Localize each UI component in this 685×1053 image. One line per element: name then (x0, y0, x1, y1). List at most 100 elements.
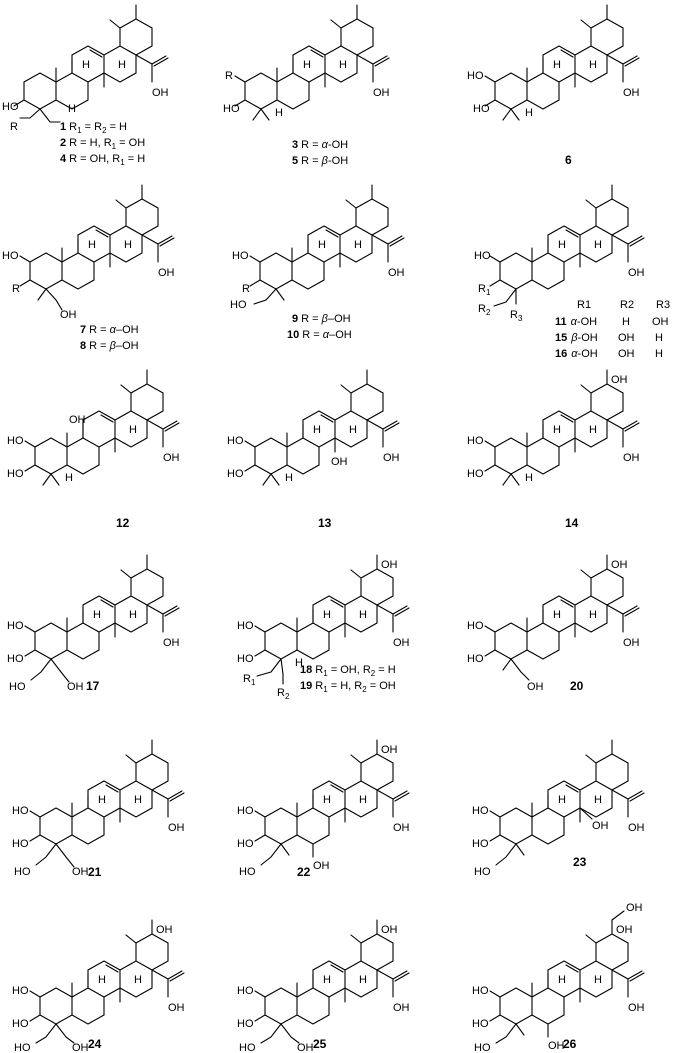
hydroxy-label: HO (223, 103, 240, 115)
hydroxy-label: HO (239, 866, 256, 878)
h-label: H (65, 472, 73, 484)
carboxyl-oh-label: OH (152, 87, 169, 99)
hydroxy-label: OH (313, 860, 330, 872)
h-label: H (275, 107, 283, 119)
h-label: H (129, 609, 137, 621)
carboxyl-oh-label: OH (168, 1002, 185, 1014)
hydroxy-label: HO (467, 653, 484, 665)
compound-26-structure: HO HO HO OH OH OH H H OH (472, 902, 645, 1053)
r2-label: R2 (277, 687, 290, 701)
table-header-r1: R1 (577, 299, 591, 311)
compound-17-structure: HO HO HO OH H H OH (7, 554, 180, 693)
r-label: R (225, 70, 233, 82)
compound-20-structure: HO HO OH OH H H OH (467, 554, 640, 693)
hydroxy-label: HO (227, 468, 244, 480)
h-label: H (82, 59, 90, 71)
h-label: H (303, 59, 311, 71)
compound-number-23: 23 (573, 855, 587, 869)
hydroxy-label: HO (237, 653, 254, 665)
compound-number-13: 13 (318, 516, 332, 530)
caption-3: 3 R = α-OH (292, 139, 348, 151)
compound-21-structure: HO HO HO OH H H OH (12, 739, 185, 878)
caption-7: 7 R = α–OH (80, 324, 139, 336)
hydroxy-label: OH (592, 820, 609, 832)
compound-number-14: 14 (565, 516, 579, 530)
compound-22-structure: HO HO HO OH OH H H OH (237, 739, 410, 878)
h-label: H (589, 59, 597, 71)
compound-number-24: 24 (88, 1037, 102, 1051)
h-label: H (594, 239, 602, 251)
caption-5: 5 R = β-OH (292, 155, 348, 167)
compound-number-20: 20 (570, 679, 584, 693)
h-label: H (313, 424, 321, 436)
hydroxy-label: HO (472, 985, 489, 997)
caption-8: 8 R = β–OH (80, 340, 139, 352)
r2-label: R2 (478, 303, 491, 317)
h-label: H (323, 794, 331, 806)
h-label: H (589, 609, 597, 621)
hydroxy-label: HO (14, 1042, 31, 1053)
hydroxy-label: OH (72, 1042, 89, 1053)
hydroxy-label: OH (72, 866, 89, 878)
caption-19: 19 R1 = H, R2 = OH (300, 680, 396, 694)
h-label: H (323, 974, 331, 986)
carboxyl-oh-label: OH (628, 267, 645, 279)
table-header-r3: R3 (656, 299, 670, 311)
h-label: H (88, 239, 96, 251)
compound-6-structure: HO HO H H H OH (467, 4, 640, 121)
hydroxy-label: HO (232, 250, 249, 262)
compound-1-2-4-structure: HO R H H H OH (2, 4, 169, 133)
h-label: H (359, 974, 367, 986)
compound-25-structure: HO HO HO OH OH H H OH (237, 919, 410, 1053)
hydroxy-label: HO (237, 620, 254, 632)
hydroxy-label: OH (616, 924, 633, 936)
hydroxy-label: HO (474, 250, 491, 262)
h-label: H (98, 974, 106, 986)
carboxyl-oh-label: OH (628, 1002, 645, 1014)
caption-1: 1 R1 = R2 = H (60, 121, 127, 135)
r1-label: R1 (478, 283, 491, 297)
hydroxy-label: OH (626, 902, 643, 914)
h-label: H (93, 609, 101, 621)
carboxyl-oh-label: OH (628, 822, 645, 834)
compound-number-6: 6 (565, 153, 572, 167)
h-label: H (594, 794, 602, 806)
hydroxy-label: OH (611, 374, 628, 386)
carboxyl-oh-label: OH (373, 87, 390, 99)
compound-18-19-structure: HO HO OH R1 R2 H H H OH (237, 554, 410, 701)
h-label: H (558, 239, 566, 251)
h-label: H (318, 239, 326, 251)
compound-12-structure: HO HO OH H H OH (7, 369, 180, 486)
hydroxy-label: HO (467, 435, 484, 447)
compound-number-21: 21 (88, 865, 102, 879)
h-label: H (124, 239, 132, 251)
h-label: H (118, 59, 126, 71)
r3-label: R3 (510, 309, 523, 323)
carboxyl-oh-label: OH (393, 637, 410, 649)
h-label: H (359, 609, 367, 621)
hydroxy-label: HO (237, 1018, 254, 1030)
hydroxy-label: HO (7, 435, 24, 447)
compound-14-structure: HO HO OH H H H OH (467, 369, 640, 486)
table-header-r2: R2 (620, 299, 634, 311)
hydroxy-label: HO (227, 435, 244, 447)
hydroxy-label: HO (12, 985, 29, 997)
h-label: H (129, 424, 137, 436)
hydroxy-label: HO (2, 101, 19, 113)
hydroxy-label: OH (381, 744, 398, 756)
h-label: H (354, 239, 362, 251)
hydroxy-label: HO (467, 70, 484, 82)
r1-label: R1 (243, 673, 256, 687)
hydroxy-label: HO (7, 620, 24, 632)
hydroxy-label: HO (7, 468, 24, 480)
compound-3-5-structure: R HO H H H OH (223, 4, 390, 121)
hydroxy-label: OH (297, 1042, 314, 1053)
h-label: H (553, 59, 561, 71)
hydroxy-label: HO (474, 866, 491, 878)
compound-9-10-structure: HO R HO H H OH (230, 184, 405, 311)
h-label: H (295, 657, 303, 669)
carboxyl-oh-label: OH (393, 822, 410, 834)
h-label: H (525, 472, 533, 484)
r-label: R (12, 283, 20, 295)
